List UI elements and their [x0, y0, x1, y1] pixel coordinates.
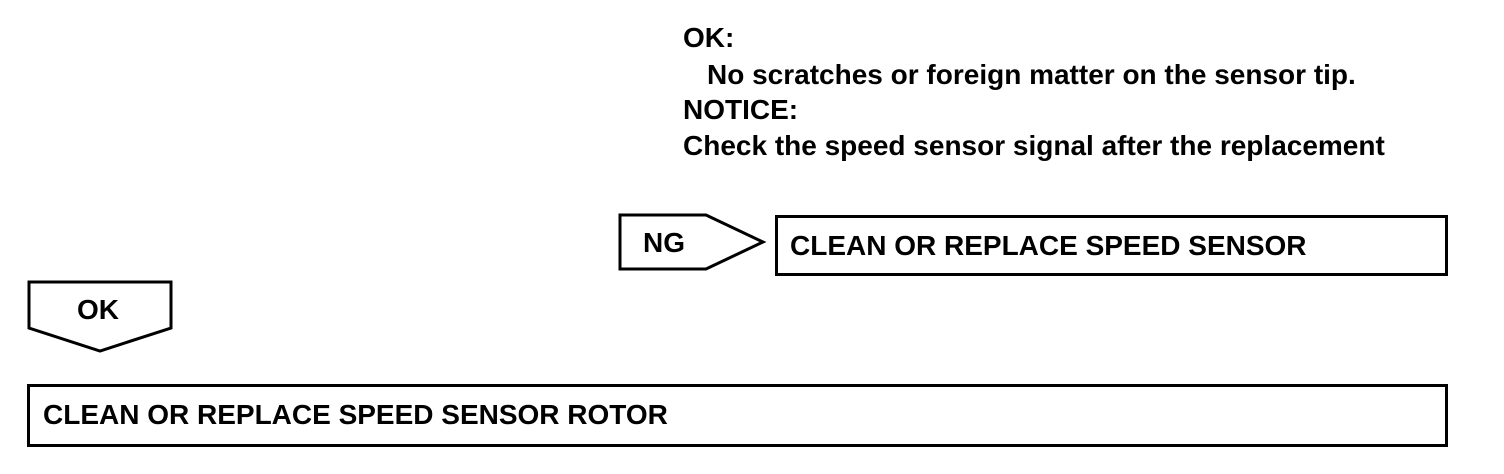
- ok-criteria-label: OK:: [683, 22, 735, 53]
- ng-result-box: CLEAN OR REPLACE SPEED SENSOR: [775, 215, 1448, 276]
- ok-branch-label: OK: [77, 294, 119, 325]
- ng-branch-label: NG: [643, 227, 685, 258]
- ok-result-text: CLEAN OR REPLACE SPEED SENSOR ROTOR: [43, 399, 668, 430]
- notice-text: Check the speed sensor signal after the …: [683, 130, 1385, 161]
- ok-criteria-text: No scratches or foreign matter on the se…: [707, 59, 1356, 90]
- ok-result-box: CLEAN OR REPLACE SPEED SENSOR ROTOR: [27, 384, 1448, 447]
- notice-label: NOTICE:: [683, 94, 799, 125]
- ok-branch-arrow: [27, 280, 173, 353]
- ng-result-text: CLEAN OR REPLACE SPEED SENSOR: [790, 230, 1307, 261]
- ng-branch-arrow: [618, 213, 767, 271]
